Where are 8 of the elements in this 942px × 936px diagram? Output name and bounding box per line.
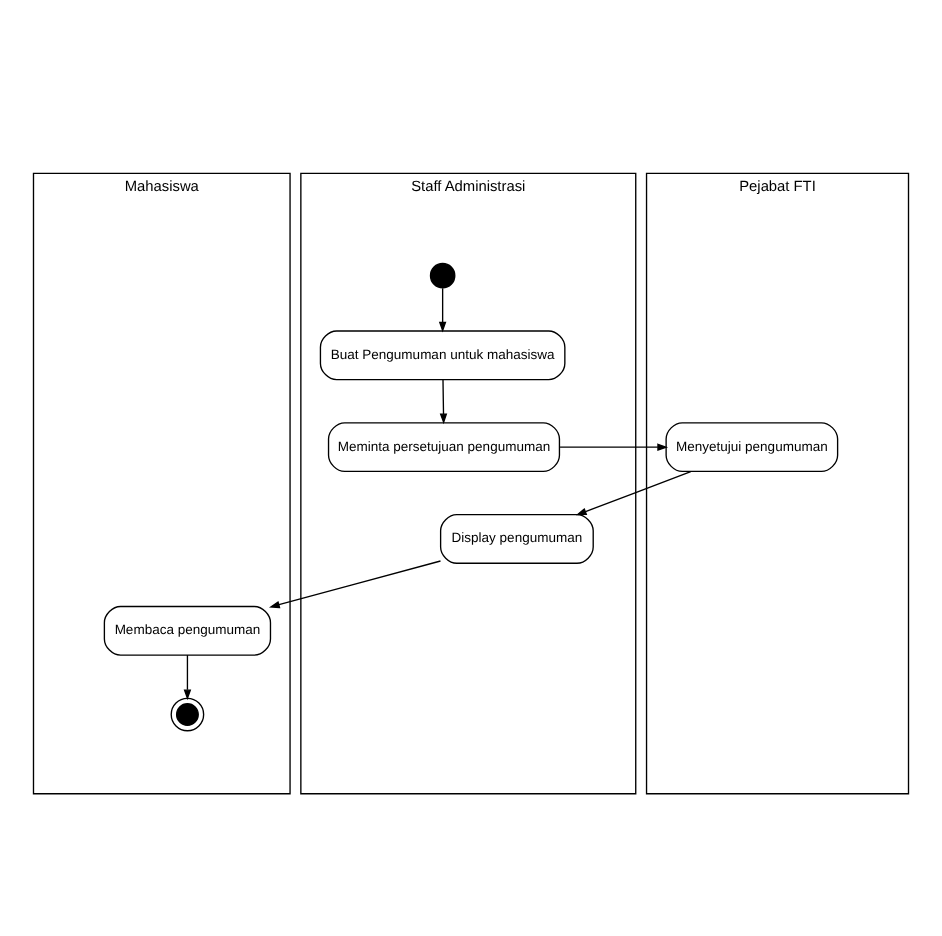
- arrow: [183, 653, 192, 700]
- arrow: [438, 286, 447, 332]
- arrow: [559, 442, 669, 450]
- node-circle: [429, 261, 456, 288]
- node-circle: [170, 696, 205, 731]
- arrow: [268, 559, 442, 608]
- arrow: [575, 470, 692, 515]
- arrow: [439, 378, 448, 424]
